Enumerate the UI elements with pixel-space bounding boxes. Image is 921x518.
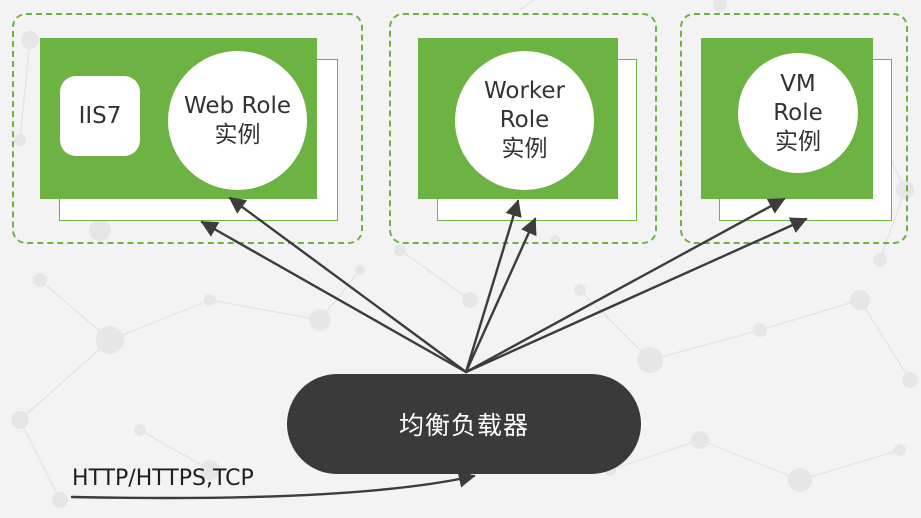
vm-role-label: VM Role 实例 bbox=[773, 70, 823, 155]
web-role-group bbox=[12, 13, 363, 244]
load-balancer: 均衡负载器 bbox=[287, 374, 641, 474]
arrow-to-vm-role-1 bbox=[464, 197, 786, 374]
arrow-incoming-traffic bbox=[70, 471, 476, 500]
worker-role-label: Worker Role 实例 bbox=[483, 78, 566, 162]
load-balancer-label: 均衡负载器 bbox=[398, 411, 529, 440]
arrow-to-web-role-1 bbox=[200, 220, 468, 374]
web-role-label: Web Role 实例 bbox=[183, 92, 291, 148]
arrow-to-worker-role-1 bbox=[464, 199, 522, 374]
protocol-label: HTTP/HTTPS,TCP bbox=[72, 466, 254, 491]
iis7-box: IIS7 bbox=[60, 76, 140, 156]
web-role-instance: Web Role 实例 bbox=[168, 51, 307, 190]
vm-role-instance: VM Role 实例 bbox=[738, 53, 858, 173]
arrow-to-vm-role-2 bbox=[464, 217, 808, 374]
iis7-label: IIS7 bbox=[78, 103, 122, 129]
arrow-to-web-role-2 bbox=[228, 196, 468, 374]
arrow-to-worker-role-2 bbox=[464, 217, 537, 374]
worker-role-instance: Worker Role 实例 bbox=[455, 51, 594, 190]
vm-role-group bbox=[680, 13, 908, 244]
